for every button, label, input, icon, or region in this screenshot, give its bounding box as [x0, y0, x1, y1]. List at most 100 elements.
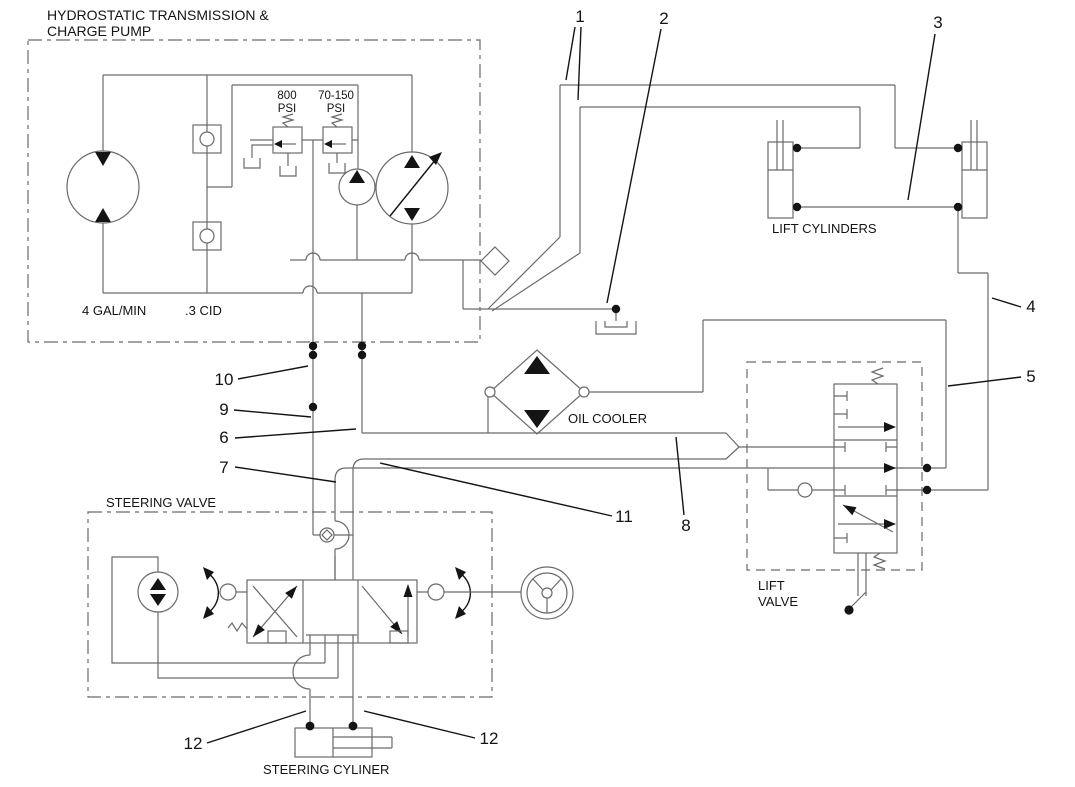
disconnect-dot-10 — [308, 341, 318, 351]
check-valve-upper-poppet — [199, 131, 215, 147]
callout-10-leader — [237, 365, 309, 380]
check-valve-lower-poppet — [199, 228, 215, 244]
callout-8-leader — [675, 436, 685, 516]
oil-cooler-port-right — [578, 386, 590, 398]
lift-cylinder-right-body — [961, 141, 988, 219]
steering-cylinder-label: STEERING CYLINER — [263, 762, 389, 777]
relief-circuit-lines — [232, 84, 359, 535]
callout-9-leader — [233, 409, 312, 418]
callout-11-leader — [379, 462, 613, 517]
charge-pump-triangle — [349, 170, 365, 183]
variable-pump-triangle-bottom — [404, 208, 420, 221]
oil-cooler: OIL COOLER — [484, 319, 947, 469]
oil-cooler-triangle-top — [524, 356, 550, 374]
hydrostatic-transmission-section: HYDROSTATIC TRANSMISSION & CHARGE PUMP — [27, 7, 481, 535]
pressure-hose-arrow-8 — [361, 293, 834, 460]
callout-1: 1 — [565, 7, 585, 101]
check-valve-poppet-diamond — [321, 529, 333, 541]
port-dot — [953, 143, 963, 153]
callout-5-label: 5 — [1026, 367, 1035, 386]
lift-cylinders-label: LIFT CYLINDERS — [772, 221, 877, 236]
steering-valve-port-right — [427, 583, 445, 601]
hose-lines-middle — [308, 293, 927, 580]
relief-valve-800psi — [272, 126, 303, 154]
flow-arrow-diagonal — [843, 505, 857, 516]
steering-valve-spring — [227, 621, 248, 633]
disconnect-dot-10 — [308, 350, 318, 360]
relief-b-arrow-head — [324, 140, 332, 148]
lift-valve-section: LIFT VALVE — [746, 361, 988, 615]
port-dot — [953, 202, 963, 212]
right-section-lines — [361, 585, 409, 637]
steering-valve-label: STEERING VALVE — [106, 495, 216, 510]
middle-section-ports — [306, 556, 357, 643]
port-dot — [348, 721, 358, 731]
relief-a-unit: PSI — [278, 103, 297, 115]
metering-pump-loop-lines — [111, 556, 338, 679]
callout-8: 8 — [675, 436, 691, 535]
callout-9: 9 — [219, 400, 312, 419]
transmission-inner-box — [102, 74, 413, 294]
steering-cylinder: STEERING CYLINER — [263, 721, 393, 777]
callout-12-right-leader — [363, 710, 476, 739]
oil-cooler-triangle-bottom — [524, 410, 550, 428]
callout-3: 3 — [907, 13, 943, 201]
cylinder-return-line-4 — [957, 207, 989, 490]
reservoir-symbol-relief-a — [279, 153, 297, 177]
lift-valve-section-dividers — [834, 439, 897, 497]
check-valve-upper-box — [192, 124, 222, 154]
callout-10-label: 10 — [215, 370, 234, 389]
flow-arrow — [884, 422, 896, 432]
steering-metering-pump — [111, 556, 338, 679]
callout-11: 11 — [379, 462, 633, 526]
plugged-port-right — [389, 630, 409, 644]
callout-7-label: 7 — [219, 458, 228, 477]
oil-cooler-diamond — [489, 349, 585, 435]
flow-rate-label: 4 GAL/MIN — [82, 303, 146, 318]
callout-4: 4 — [991, 297, 1036, 316]
check-valve-lower-box — [192, 221, 222, 251]
rotation-arrow-head — [455, 606, 466, 619]
callout-1-label: 1 — [575, 7, 584, 26]
plugged-port-left — [267, 630, 287, 644]
steering-wheel-spokes — [532, 578, 562, 613]
flow-arrow-head — [285, 586, 297, 599]
supply-line-1 — [487, 84, 954, 310]
relief-valve-circuit: 800 PSI 70-150 PSI — [232, 84, 359, 535]
return-junction-dot — [611, 304, 621, 314]
displacement-label: .3 CID — [185, 303, 222, 318]
metering-pump-triangle-bottom — [150, 594, 166, 606]
flow-arrow — [884, 519, 896, 529]
variable-pump-triangle-top — [404, 155, 420, 168]
lift-valve-spring-bottom — [872, 552, 887, 570]
callout-7-leader — [234, 466, 337, 483]
callout-3-leader — [907, 33, 936, 201]
flow-arrow-head — [390, 621, 402, 634]
variable-pump-arrow-shaft — [389, 158, 437, 217]
lift-cylinder-right-piston-rod — [962, 120, 987, 171]
steering-valve-dividers — [302, 580, 359, 643]
filter-diamond — [480, 246, 510, 276]
check-valve-column — [192, 75, 233, 293]
lift-valve-top-ports — [834, 391, 884, 428]
steering-tank-line — [334, 480, 350, 580]
port-dot — [792, 143, 802, 153]
port-dot — [305, 721, 315, 731]
steering-valve-dashed-boundary — [87, 511, 493, 698]
rotation-arrows-right — [455, 567, 472, 619]
lift-valve-lever — [849, 553, 867, 609]
reservoir-symbol-relief-b — [328, 153, 346, 174]
supply-line-2 — [491, 106, 861, 312]
flow-arrow — [884, 463, 896, 473]
callout-1-leaders — [565, 26, 582, 101]
lift-cylinders-section: LIFT CYLINDERS — [767, 120, 989, 490]
callout-2-leader — [606, 28, 662, 304]
callout-5: 5 — [947, 367, 1036, 387]
return-line-11 — [334, 467, 927, 481]
lever-knob-dot — [844, 605, 854, 615]
check-valve-branch — [207, 85, 233, 188]
callout-12-left-label: 12 — [184, 734, 203, 753]
lift-valve-label-line2: VALVE — [758, 594, 798, 609]
